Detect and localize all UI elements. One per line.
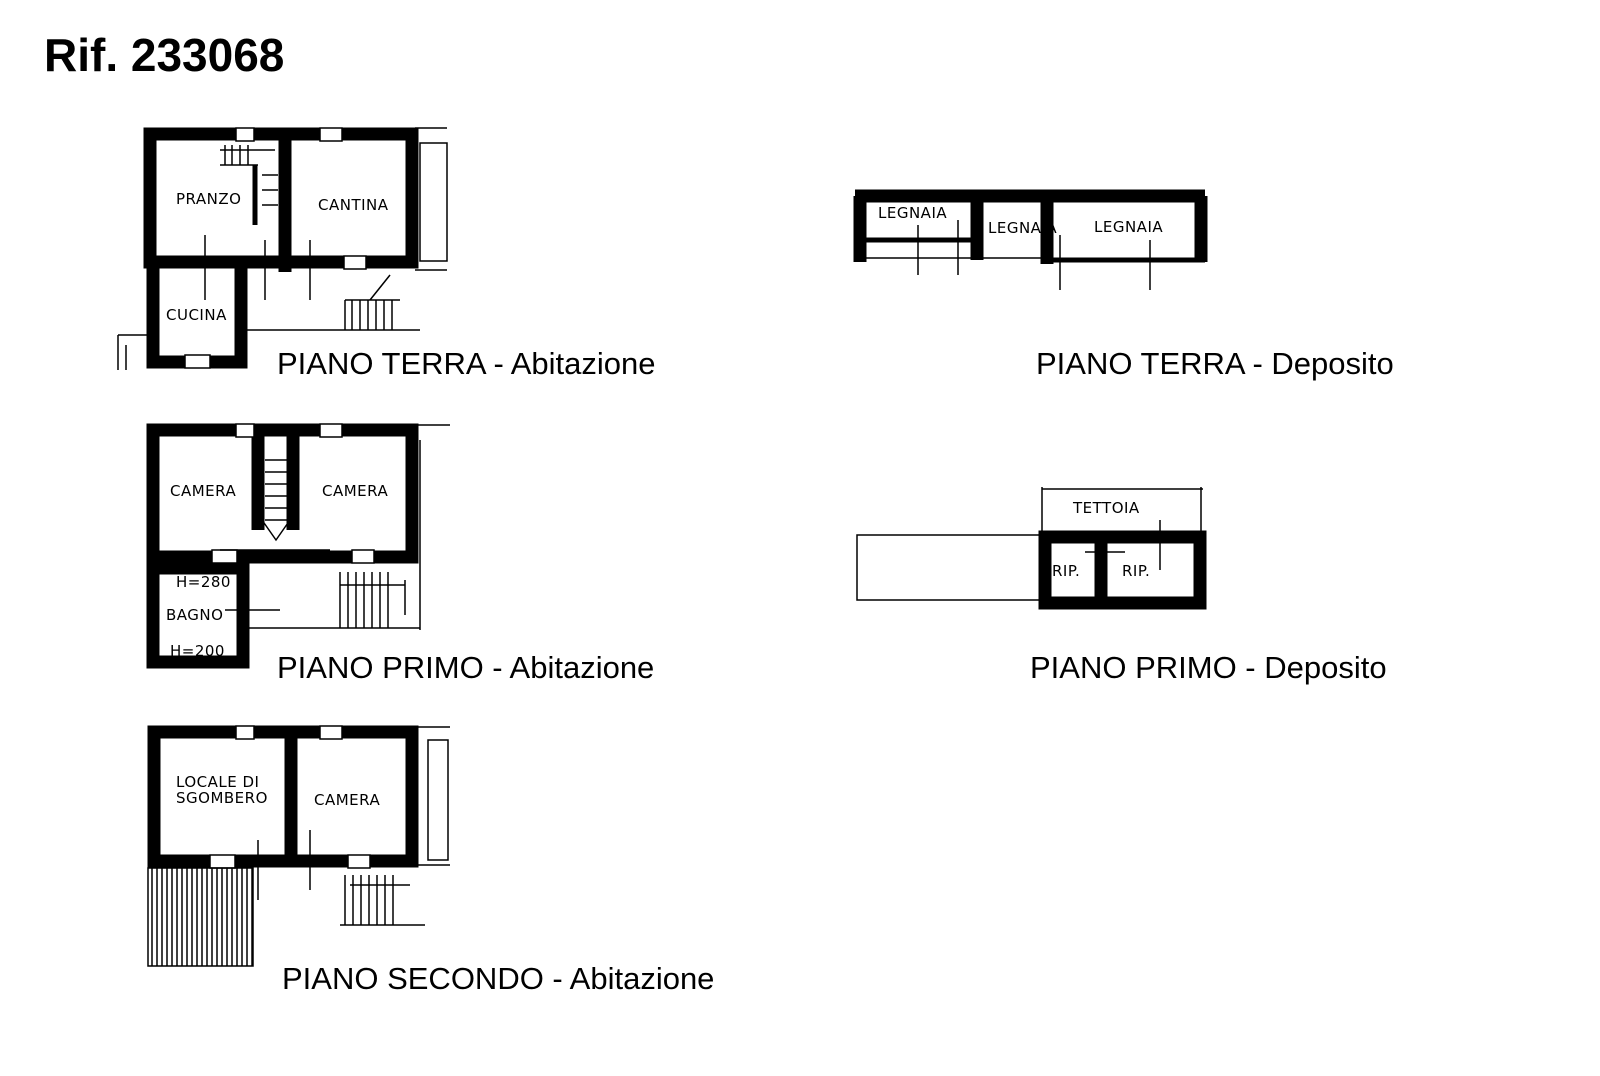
- room-label: CANTINA: [318, 196, 389, 214]
- plan-piano-secondo-abitazione: LOCALE DI SGOMBERO CAMERA: [147, 725, 450, 967]
- caption-piano-secondo-abitazione: PIANO SECONDO - Abitazione: [282, 961, 715, 996]
- room-label: LEGNAIA: [1094, 218, 1163, 236]
- room-label: CAMERA: [314, 791, 380, 809]
- plan-piano-terra-abitazione: PRANZO CANTINA CUCINA: [117, 127, 448, 370]
- room-label: LOCALE DI: [176, 773, 259, 791]
- reference-title: Rif. 233068: [44, 29, 285, 81]
- room-label: CUCINA: [166, 306, 227, 324]
- caption-piano-primo-abitazione: PIANO PRIMO - Abitazione: [277, 650, 655, 685]
- room-label: SGOMBERO: [176, 789, 268, 807]
- room-label: RIP.: [1052, 562, 1080, 580]
- caption-piano-terra-deposito: PIANO TERRA - Deposito: [1036, 346, 1394, 381]
- room-label: PRANZO: [176, 190, 241, 208]
- height-label: H=200: [170, 642, 225, 660]
- room-label: TETTOIA: [1072, 499, 1140, 517]
- room-label: RIP.: [1122, 562, 1150, 580]
- plan-piano-primo-abitazione: CAMERA CAMERA BAGNO H=280 H=200: [146, 423, 450, 669]
- caption-piano-terra-abitazione: PIANO TERRA - Abitazione: [277, 346, 656, 381]
- plan-piano-primo-deposito: TETTOIA RIP. RIP.: [856, 487, 1207, 610]
- height-label: H=280: [176, 573, 231, 591]
- room-label: BAGNO: [166, 606, 223, 624]
- room-label: LEGNAIA: [988, 219, 1057, 237]
- room-label: CAMERA: [322, 482, 388, 500]
- room-label: CAMERA: [170, 482, 236, 500]
- plan-piano-terra-deposito: LEGNAIA LEGNAIA LEGNAIA: [853, 189, 1208, 290]
- room-label: LEGNAIA: [878, 204, 947, 222]
- caption-piano-primo-deposito: PIANO PRIMO - Deposito: [1030, 650, 1387, 685]
